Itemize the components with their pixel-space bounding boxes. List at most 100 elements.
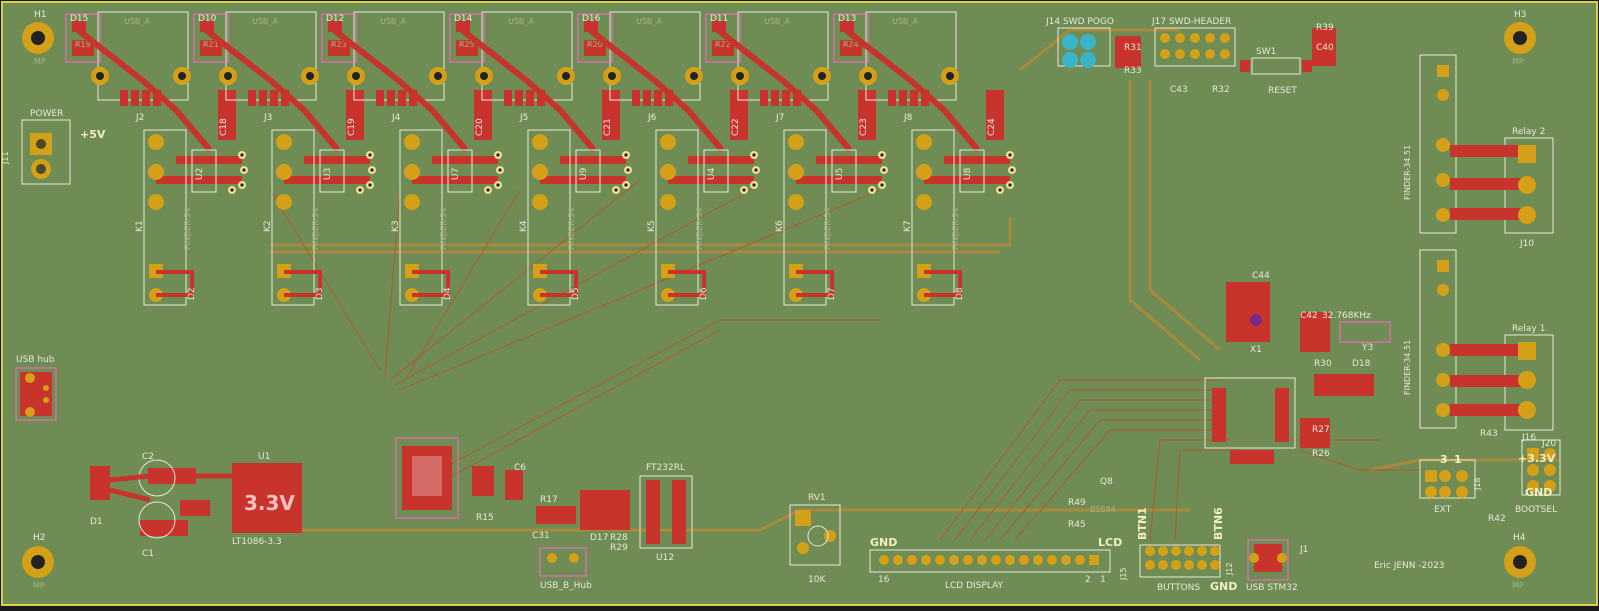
coil-trace <box>796 270 834 297</box>
ft232rl-ic[interactable] <box>536 475 693 577</box>
via-hole <box>240 153 244 157</box>
via-hole <box>1010 168 1014 172</box>
stm32-mcu[interactable] <box>1204 282 1391 464</box>
relay-pad <box>788 194 804 210</box>
relay-part-label: FINDER-34 <box>183 208 192 250</box>
relay-pad <box>916 194 932 210</box>
ic-label: U8 <box>963 167 973 180</box>
mounting-hole-h3[interactable] <box>1504 22 1536 54</box>
resistor-label: R23 <box>331 40 347 49</box>
bss84-label: BSS84 <box>1090 505 1116 514</box>
button-pin-pad <box>1184 560 1194 570</box>
hole-label-h3: H3 <box>1514 10 1527 20</box>
diode-courtyard <box>449 13 485 63</box>
coil-trace <box>412 270 450 297</box>
button-header-pins[interactable] <box>1145 546 1220 570</box>
ic-outline <box>703 149 729 193</box>
via-hole <box>1008 183 1012 187</box>
j10-label: J10 <box>1519 239 1534 249</box>
j15-label: J15 <box>1119 567 1128 581</box>
c44-label: C44 <box>1252 271 1270 281</box>
relay-pad <box>660 194 676 210</box>
r28-label: R28 <box>610 533 628 543</box>
relay-pad <box>532 194 548 210</box>
usb-shield-hole <box>306 72 314 80</box>
mounting-hole-h4[interactable] <box>1504 546 1536 578</box>
silkscreen-outlines <box>21 27 1561 578</box>
usb-pin-pad <box>131 90 139 106</box>
c40-label: C40 <box>1316 43 1334 53</box>
buttons-gnd-label: GND <box>1210 580 1237 593</box>
mounting-hole-h2[interactable] <box>22 546 54 578</box>
usb-shield-hole <box>434 72 442 80</box>
lcd-display-label: LCD DISPLAY <box>945 581 1003 591</box>
via-hole <box>882 168 886 172</box>
relay-diode-label: D8 <box>955 287 965 300</box>
usb-pin-pad <box>120 90 128 106</box>
lcd-pin2: 2 <box>1085 575 1091 585</box>
lcd-pin-pad <box>977 555 987 565</box>
swd-pogo-j14[interactable] <box>1062 34 1141 68</box>
usb-stm32-connector[interactable] <box>1247 539 1289 581</box>
relay-pad <box>404 134 420 150</box>
button-pin-pad <box>1145 546 1155 556</box>
via-hole <box>498 168 502 172</box>
button-pin-pad <box>1171 546 1181 556</box>
via-hole <box>998 188 1002 192</box>
usb-hub-ic[interactable] <box>395 437 523 519</box>
ext-label: EXT <box>1434 505 1452 515</box>
usb-shield-hole <box>608 72 616 80</box>
relay-2-block[interactable] <box>1436 65 1536 224</box>
c31-label: C31 <box>532 531 550 541</box>
regulator-u1[interactable] <box>90 459 232 539</box>
relay-1-block[interactable] <box>1436 260 1536 419</box>
ic-label: U3 <box>323 168 333 180</box>
relay-part-label: FINDER-34 <box>823 208 832 250</box>
potentiometer-rv1[interactable] <box>795 510 836 554</box>
y3-label: Y3 <box>1361 343 1373 353</box>
power-connector-j11[interactable] <box>30 133 52 179</box>
cap-label: C20 <box>475 118 485 136</box>
hole-sub-h3: MP <box>1512 57 1524 66</box>
relay-diode-label: D6 <box>699 287 709 300</box>
rv1-value: 10K <box>808 575 826 585</box>
cap-label: C19 <box>347 118 357 136</box>
lcd-header-pins[interactable] <box>879 555 1099 565</box>
lcd-pin1: 1 <box>1100 575 1106 585</box>
diode-courtyard <box>193 13 229 63</box>
usb-shield-hole <box>224 72 232 80</box>
swd-header-j17[interactable] <box>1160 33 1230 59</box>
via-hole <box>754 168 758 172</box>
ext-header-j18[interactable] <box>1425 470 1468 498</box>
relay-outline <box>911 129 955 306</box>
usb-stm32-label: USB STM32 <box>1246 583 1298 593</box>
diode-pad <box>72 20 86 32</box>
reset-switch-sw1[interactable] <box>1240 28 1336 75</box>
bootsel-header-j20[interactable] <box>1527 448 1556 492</box>
usb-shield-hole <box>736 72 744 80</box>
usb-a-footprint-label: USB_A <box>508 17 534 26</box>
r42-label: R42 <box>1488 514 1506 524</box>
via-hole <box>1008 153 1012 157</box>
relay-pad <box>404 164 420 180</box>
diode-label: D11 <box>710 14 728 24</box>
usb-pin-pad <box>281 90 289 106</box>
usb-shield-hole <box>178 72 186 80</box>
diode-pad <box>840 20 854 32</box>
usb-a-footprint-label: USB_A <box>636 17 662 26</box>
usb-pin-pad <box>665 90 673 106</box>
mounting-hole-h1[interactable] <box>22 22 54 54</box>
relay2-label: Relay 2 <box>1512 127 1545 137</box>
usb-hub-connector[interactable] <box>15 367 57 421</box>
cap-label: C21 <box>603 118 613 136</box>
